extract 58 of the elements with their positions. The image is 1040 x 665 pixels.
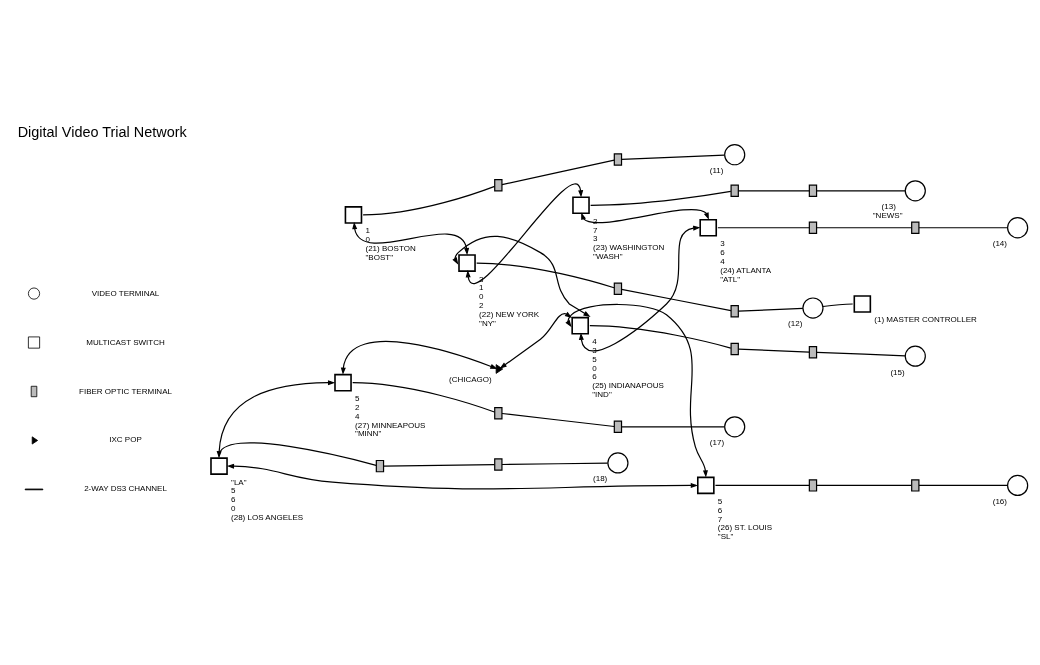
node-label: (16)	[992, 496, 1008, 506]
node-label: 7	[593, 225, 598, 235]
node-label: 4	[355, 411, 360, 421]
node-label: 3	[720, 239, 725, 249]
node-label: 5	[592, 354, 597, 364]
node-label: "BOST"	[365, 252, 394, 262]
node-label: (26) ST. LOUIS	[717, 523, 773, 533]
node-label: (12)	[788, 319, 803, 329]
node-label: "SL"	[717, 532, 734, 542]
node-label: (18)	[593, 474, 608, 484]
legend-label: IXC POP	[109, 435, 142, 445]
node-label: (27) MINNEAPOUS	[355, 420, 426, 430]
node-label: (24) ATLANTA	[720, 265, 772, 275]
node-label: 5	[717, 496, 723, 506]
node-label: "WASH"	[593, 252, 623, 262]
node-label: "IND"	[592, 390, 612, 400]
legend-label: VIDEO TERMINAL	[91, 288, 160, 298]
node-label: (17)	[709, 438, 725, 448]
node-label: (13)	[881, 201, 896, 211]
node-label: "MINN"	[355, 429, 382, 439]
node-label: (CHICAGO)	[448, 374, 492, 384]
node-label: 3	[479, 274, 484, 284]
node-label: 4	[592, 337, 597, 347]
node-label: 2	[479, 301, 484, 311]
node-label: 0	[479, 292, 484, 302]
node-label: 3	[593, 234, 598, 244]
node-label: 6	[231, 495, 236, 505]
node-label: 1	[479, 283, 484, 293]
node-label: (23) WASHINGTON	[593, 243, 665, 253]
node-label: 7	[717, 514, 723, 524]
node-label: 1	[365, 226, 370, 236]
node-label: 6	[592, 372, 597, 382]
node-label: 4	[720, 256, 725, 266]
diagram-title: Digital Video Trial Network	[17, 123, 187, 140]
node-label: 6	[720, 248, 725, 258]
legend-label: 2-WAY DS3 CHANNEL	[84, 484, 167, 494]
node-label: (15)	[890, 367, 905, 377]
node-label: "NY"	[479, 318, 496, 328]
legend-label: FIBER OPTIC TERMINAL	[79, 386, 172, 396]
node-label: 0	[365, 235, 370, 245]
node-label: 0	[231, 504, 236, 514]
node-label: (25) INDIANAPOUS	[592, 381, 664, 391]
node-label: 6	[717, 505, 723, 515]
node-label: 0	[592, 363, 597, 373]
node-label: (22) NEW YORK	[479, 309, 540, 319]
node-label: (1) MASTER CONTROLLER	[874, 315, 977, 325]
node-label: "ATL"	[720, 274, 741, 284]
node-label: 3	[592, 345, 597, 355]
legend-label: MULTICAST SWITCH	[86, 337, 165, 347]
node-label: (11)	[709, 166, 724, 176]
node-label: "LA"	[231, 477, 247, 487]
node-label: (28) LOS ANGELES	[231, 512, 304, 522]
node-label: 5	[355, 394, 360, 404]
node-label: 2	[355, 402, 360, 412]
node-label: "NEWS"	[872, 210, 903, 220]
node-label: (21) BOSTON	[365, 244, 416, 254]
node-label: 5	[231, 486, 236, 496]
node-label: (14)	[992, 239, 1008, 249]
